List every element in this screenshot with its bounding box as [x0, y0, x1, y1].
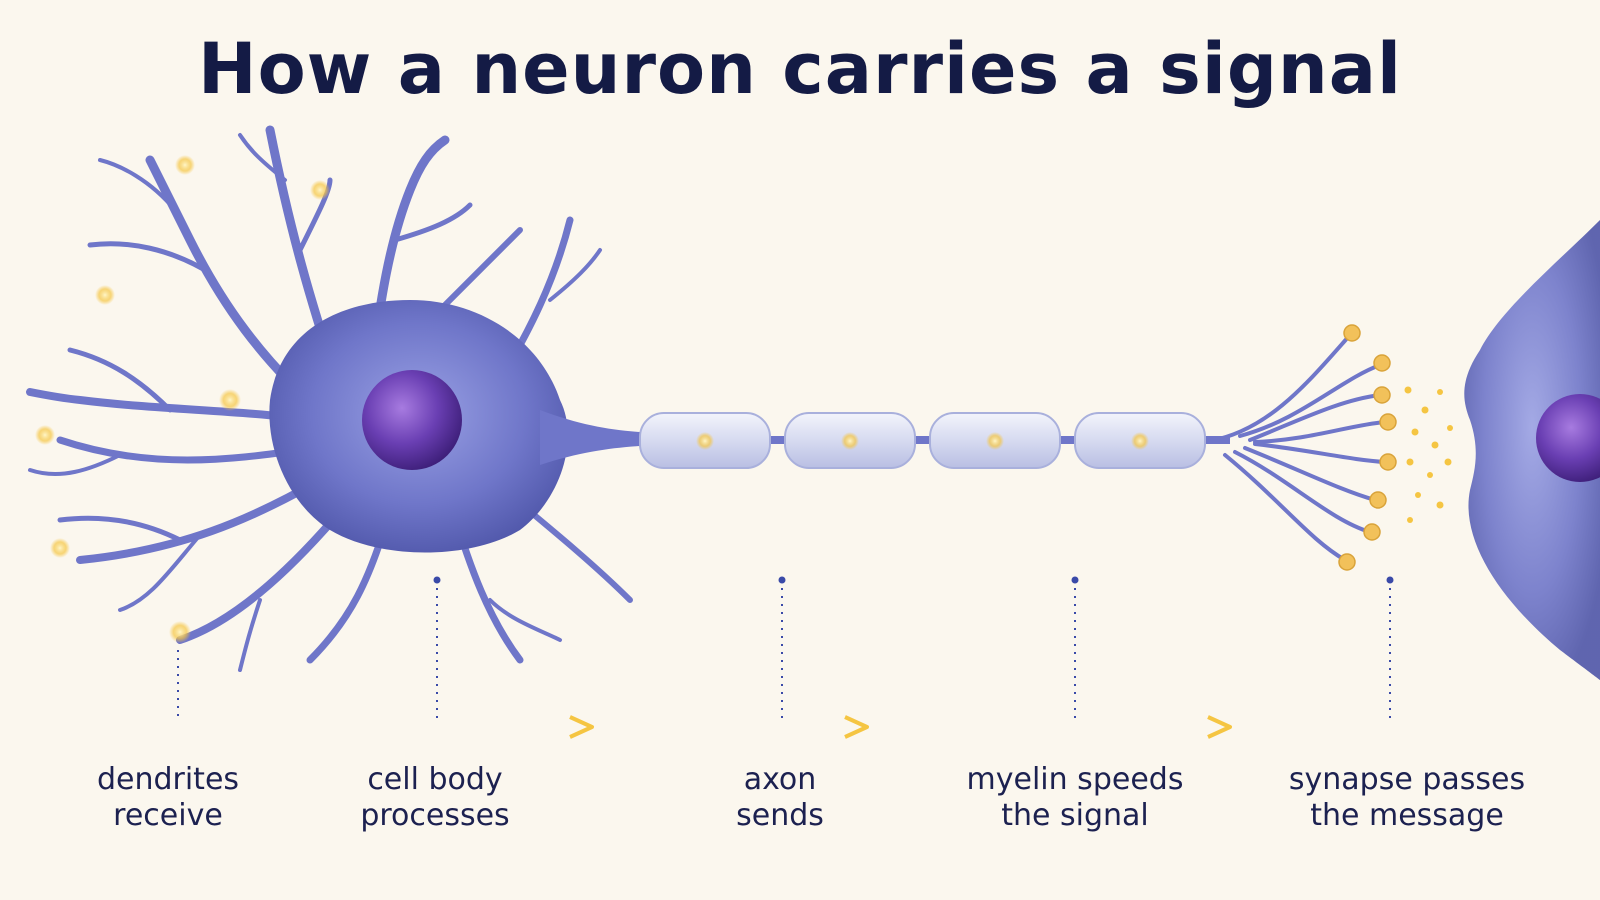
receiving-nucleus: [1536, 394, 1600, 482]
signal-flow-arrow: [70, 715, 1540, 739]
axon-terminals: [1208, 333, 1387, 562]
neurotransmitters: [1404, 386, 1453, 523]
axon-signal-pulses: [696, 432, 1149, 450]
terminal-boutons: [1338, 324, 1397, 571]
page-title: How a neuron carries a signal: [198, 28, 1402, 110]
nucleus: [362, 370, 462, 470]
receiving-neuron: [1464, 220, 1600, 680]
axon-hillock: [540, 410, 640, 465]
dendrite-signal-tips: [35, 155, 330, 643]
stage-guides: [177, 576, 1394, 722]
